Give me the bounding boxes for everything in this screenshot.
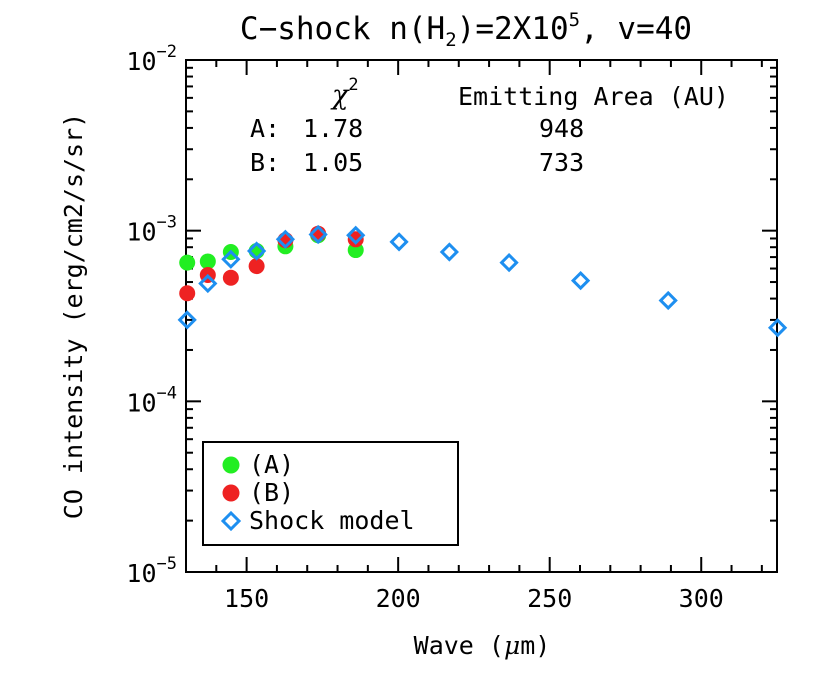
point-series-1 [248, 258, 265, 275]
title-subscript: 2 [445, 29, 456, 51]
y-tick-exponent: −4 [157, 383, 177, 403]
point-series-0 [199, 253, 216, 270]
point-series-2 [346, 225, 366, 245]
chi-exponent: 2 [348, 75, 358, 95]
y-tick-base: 10 [126, 218, 156, 247]
point-series-2 [198, 273, 218, 294]
y-tick-label: 10−4 [126, 383, 177, 417]
legend-marker-shock-model [220, 510, 242, 532]
chi-square-header: χ2 [330, 75, 359, 111]
y-tick-exponent: −2 [157, 42, 177, 62]
chi-symbol: χ [330, 80, 350, 111]
x-label-suffix: m) [520, 631, 550, 660]
point-series-2 [767, 318, 788, 338]
y-tick-label: 10−2 [126, 42, 177, 76]
point-series-2 [570, 270, 591, 291]
point-series-0 [179, 254, 196, 271]
chart-title: C−shock n(H2)=2X105, v=40 [240, 9, 692, 51]
y-tick-exponent: −3 [157, 213, 177, 233]
legend: (A) (B) Shock model [202, 441, 459, 546]
legend-label-b: (B) [249, 478, 294, 507]
point-series-2 [389, 232, 409, 252]
title-prefix: C−shock n(H [240, 11, 445, 47]
y-tick-label: 10−5 [126, 554, 177, 588]
row-b-label: B: [250, 148, 280, 177]
point-series-1 [179, 285, 196, 302]
plot-frame [185, 59, 778, 573]
marks-layer [177, 224, 788, 338]
emitting-area-header: Emitting Area (AU) [458, 82, 729, 111]
point-series-2 [308, 224, 328, 245]
point-series-1 [222, 269, 239, 286]
annotation-block: χ2 Emitting Area (AU) A: 1.78 948 B: 1.0… [250, 75, 729, 177]
y-tick-base: 10 [126, 47, 156, 76]
x-tick-label: 250 [527, 584, 572, 613]
row-b-chi2: 1.05 [303, 148, 363, 177]
point-series-2 [177, 310, 197, 330]
row-b-area: 733 [539, 148, 584, 177]
y-axis-label: CO intensity (erg/cm2/s/sr) [59, 113, 88, 519]
row-a-chi2: 1.78 [303, 114, 363, 143]
point-series-1 [347, 231, 364, 248]
y-tick-base: 10 [126, 388, 156, 417]
y-tick-label: 10−3 [126, 213, 177, 247]
y-tick-exponent: −5 [157, 554, 177, 574]
point-series-2 [275, 229, 296, 249]
x-tick-label: 200 [376, 584, 421, 613]
point-series-2 [246, 241, 267, 261]
title-suffix: , v=40 [580, 11, 692, 47]
row-a-area: 948 [539, 114, 584, 143]
legend-label-shock-model: Shock model [249, 506, 415, 535]
point-series-2 [499, 252, 519, 273]
legend-label-a: (A) [249, 450, 294, 479]
legend-marker-a [222, 456, 240, 474]
x-label-prefix: Wave ( [414, 631, 504, 660]
point-series-2 [658, 290, 678, 311]
point-series-2 [439, 242, 459, 262]
title-mid: )=2X10 [457, 11, 569, 47]
x-axis-label: Wave (μm) [414, 631, 551, 660]
y-tick-base: 10 [126, 559, 156, 588]
x-tick-label: 300 [679, 584, 724, 613]
title-superscript: 5 [569, 9, 580, 31]
x-label-mu: μ [504, 631, 520, 660]
legend-marker-b [222, 484, 240, 502]
ticks-layer [185, 59, 777, 573]
x-tick-label: 150 [224, 584, 269, 613]
point-series-2 [221, 249, 241, 269]
row-a-label: A: [250, 114, 280, 143]
legend-box [202, 441, 459, 546]
